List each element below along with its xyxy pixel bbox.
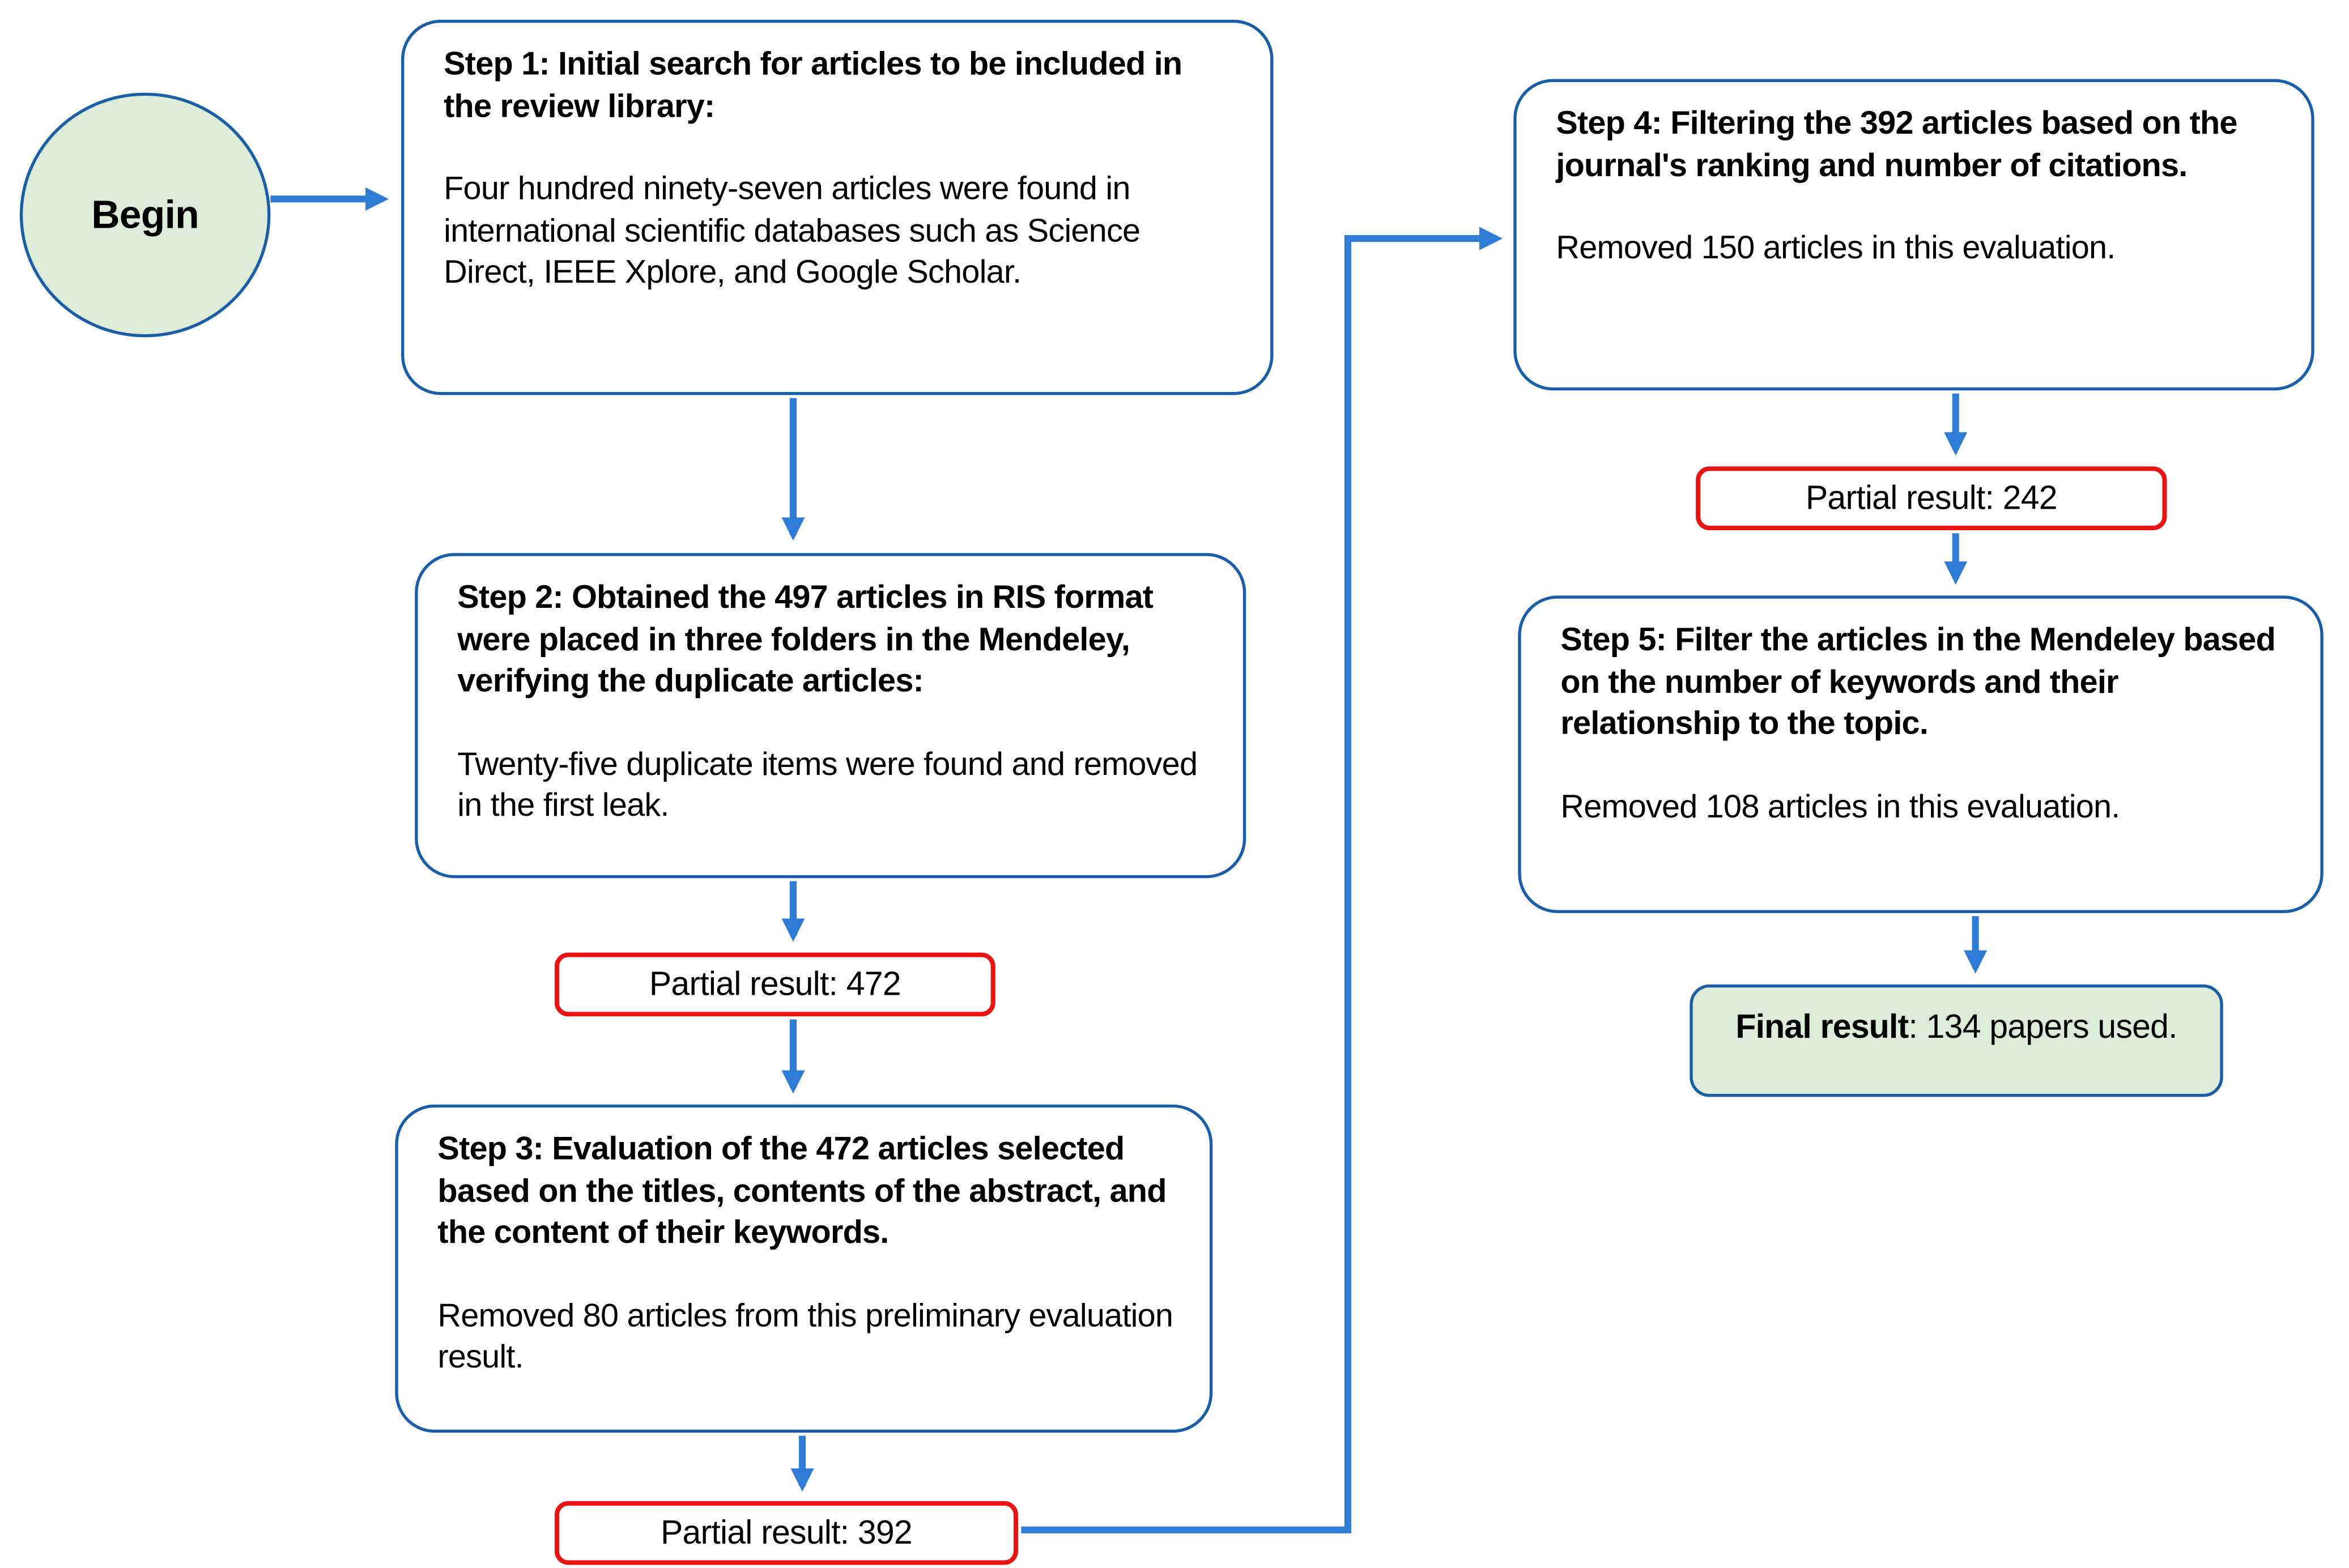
step1-node: Step 1: Initial search for articles to b… [401,19,1274,395]
step4-body: Removed 150 articles in this evaluation. [1556,229,2116,266]
step1-body: Four hundred ninety-seven articles were … [444,170,1141,291]
step4-node: Step 4: Filtering the 392 articles based… [1513,79,2314,391]
final-result-rest-label: : 134 papers used. [1908,1007,2177,1046]
partial-result-392-label: Partial result: 392 [660,1513,913,1552]
begin-node: Begin [19,92,271,338]
final-result-bold-label: Final result [1735,1007,1909,1046]
partial-result-242-node: Partial result: 242 [1696,466,2167,531]
step5-node: Step 5: Filter the articles in the Mende… [1518,595,2324,913]
begin-label: Begin [91,191,199,237]
step5-title: Step 5: Filter the articles in the Mende… [1560,621,2276,742]
step5-body: Removed 108 articles in this evaluation. [1560,787,2120,825]
partial-result-242-label: Partial result: 242 [1805,478,2058,517]
final-result-node: Final result: 134 papers used. [1690,984,2223,1097]
step3-title: Step 3: Evaluation of the 472 articles s… [437,1130,1167,1251]
step2-body: Twenty-five duplicate items were found a… [457,745,1198,824]
step1-title: Step 1: Initial search for articles to b… [444,45,1182,124]
step2-node: Step 2: Obtained the 497 articles in RIS… [415,553,1246,879]
step4-title: Step 4: Filtering the 392 articles based… [1556,105,2237,184]
arrow-partial392-to-step4 [1021,227,1503,1533]
partial-result-472-label: Partial result: 472 [649,965,901,1003]
step2-title: Step 2: Obtained the 497 articles in RIS… [457,578,1154,699]
step3-node: Step 3: Evaluation of the 472 articles s… [395,1104,1213,1433]
partial-result-472-node: Partial result: 472 [554,952,995,1017]
partial-result-392-node: Partial result: 392 [554,1501,1018,1565]
step3-body: Removed 80 articles from this preliminar… [437,1297,1173,1375]
